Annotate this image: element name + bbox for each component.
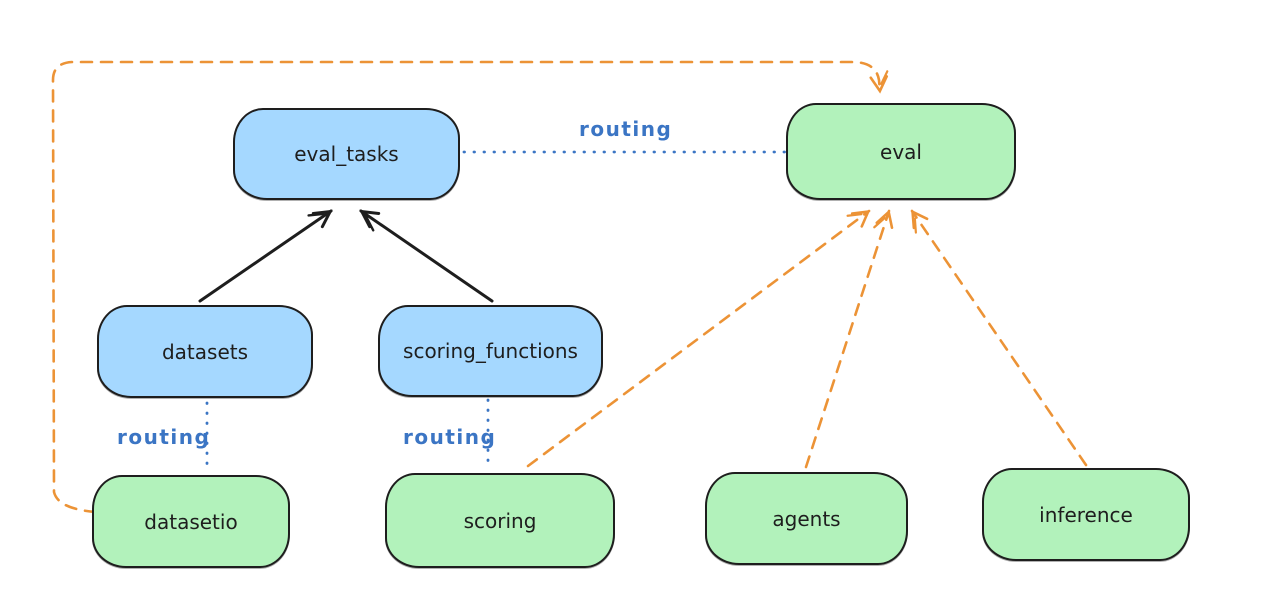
edge-scoring-functions-to-eval-tasks[interactable] xyxy=(359,209,494,303)
node-scoring[interactable]: scoring xyxy=(385,473,615,568)
edge-label-routing-left: routing xyxy=(117,425,211,449)
node-scoring-functions-label: scoring_functions xyxy=(403,339,578,363)
node-scoring-label: scoring xyxy=(463,508,537,533)
node-inference[interactable]: inference xyxy=(982,468,1190,561)
edge-inference-to-eval[interactable] xyxy=(910,209,1088,467)
node-eval-tasks-label: eval_tasks xyxy=(294,142,399,166)
node-eval[interactable]: eval xyxy=(786,103,1016,200)
node-agents[interactable]: agents xyxy=(705,472,908,565)
node-datasetio[interactable]: datasetio xyxy=(92,475,290,568)
edge-scoring-to-eval[interactable] xyxy=(526,209,871,468)
node-agents-label: agents xyxy=(772,506,841,531)
node-scoring-functions[interactable]: scoring_functions xyxy=(378,305,603,397)
node-eval-label: eval xyxy=(880,139,922,164)
edge-agents-to-eval[interactable] xyxy=(804,209,894,469)
edge-label-routing-mid: routing xyxy=(403,425,497,449)
node-datasetio-label: datasetio xyxy=(144,509,238,534)
node-inference-label: inference xyxy=(1039,502,1133,527)
edge-datasets-to-eval-tasks[interactable] xyxy=(198,209,333,303)
node-eval-tasks[interactable]: eval_tasks xyxy=(233,108,460,200)
node-datasets-label: datasets xyxy=(161,339,249,364)
node-datasets[interactable]: datasets xyxy=(97,305,313,398)
edge-label-routing-top: routing xyxy=(579,117,673,141)
